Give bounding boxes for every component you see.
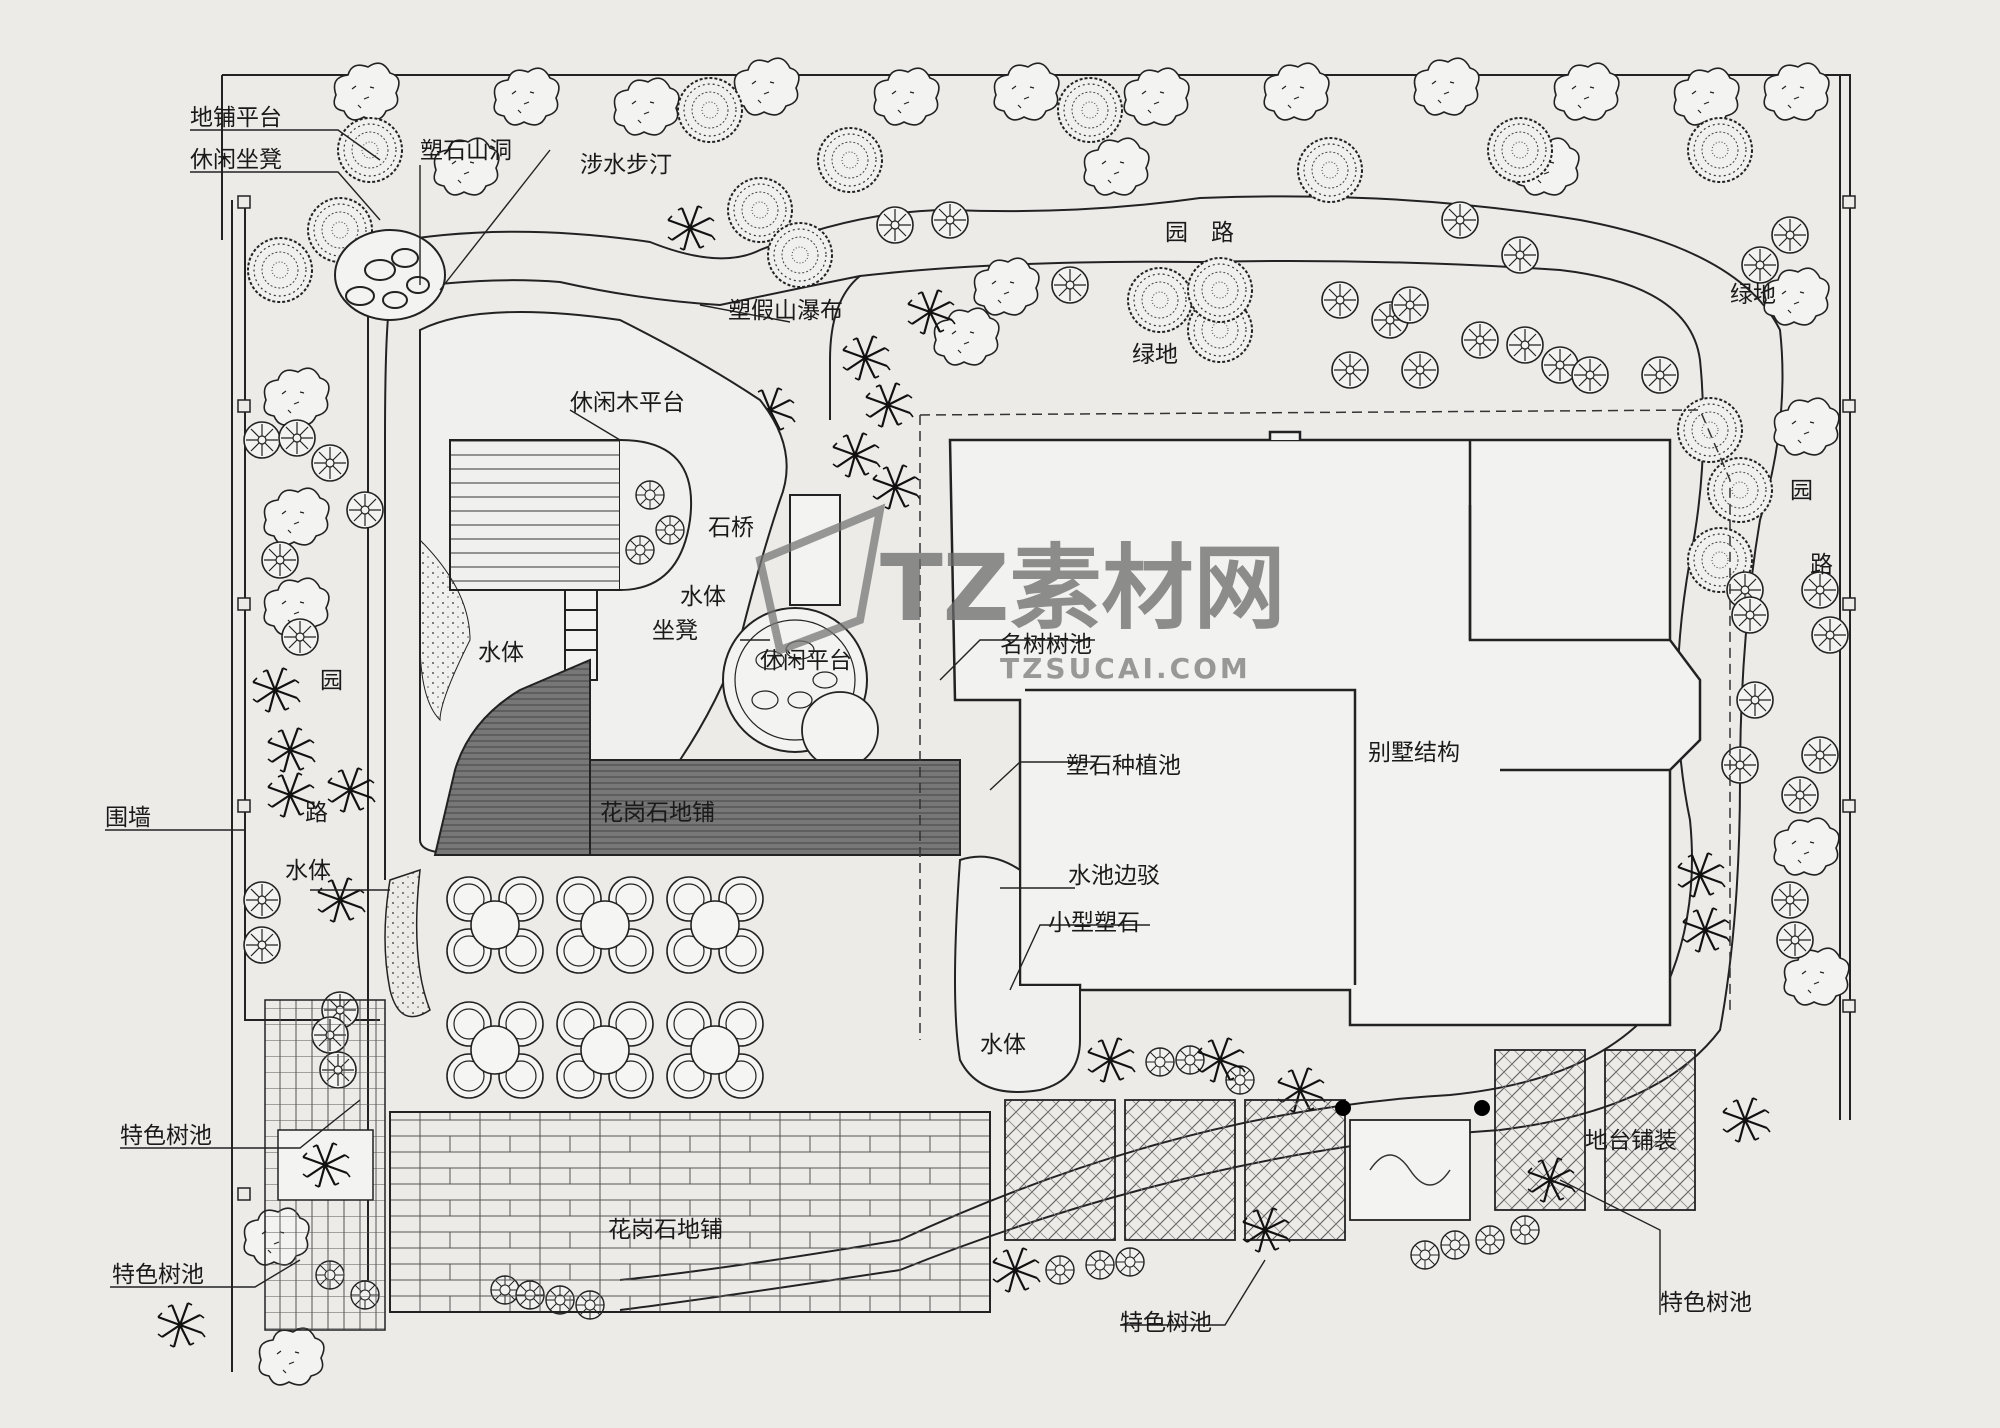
label-feature-tree-pool-2: 特色树池 (112, 1262, 204, 1288)
label-boundary-wall: 围墙 (105, 805, 151, 831)
villa-structure (948, 430, 1702, 1027)
label-wood-deck: 休闲木平台 (570, 390, 685, 416)
label-path-left-1: 园 (320, 668, 343, 694)
label-water-body-left: 水体 (478, 640, 524, 666)
label-feature-tree-pool-4: 特色树池 (1660, 1290, 1752, 1316)
label-rock-planter: 塑石种植池 (1066, 753, 1181, 779)
terrace-paving (1004, 1049, 1696, 1241)
label-garden-path-top: 园 路 (1165, 220, 1234, 246)
label-rockery-waterfall: 塑假山瀑布 (728, 298, 843, 324)
watermark-main: TZ素材网 (880, 535, 1285, 642)
leader-lines (105, 129, 1661, 1326)
table-sets (446, 876, 764, 1099)
label-leisure-bench-top: 休闲坐凳 (190, 147, 282, 173)
leisure-platform (722, 607, 879, 769)
label-feature-tree-pool-1: 特色树池 (120, 1123, 212, 1149)
villa-perimeter-dashed (919, 409, 1731, 1040)
wall-posts (237, 195, 1856, 1201)
label-terrace-paving: 地台铺装 (1585, 1128, 1677, 1154)
plan-labels: 地铺平台 休闲坐凳 塑石山洞 涉水步汀 园 路 塑假山瀑布 绿地 绿地 休闲木平… (105, 105, 1833, 1336)
label-leisure-platform: 休闲平台 (760, 648, 852, 674)
wood-deck (449, 439, 693, 591)
label-granite-paving-light: 花岗石地铺 (608, 1217, 723, 1243)
label-water-body-center: 水体 (680, 584, 726, 610)
label-water-body-small: 水体 (285, 858, 331, 884)
label-water-body-bottom: 水体 (980, 1032, 1026, 1058)
label-path-left-2: 路 (305, 800, 328, 826)
label-bench: 坐凳 (652, 618, 698, 644)
label-green-top-right: 绿地 (1730, 282, 1776, 308)
watermark-sub: TZSUCAI.COM (1000, 652, 1251, 685)
label-stone-bridge: 石桥 (708, 515, 754, 541)
label-path-right-2: 路 (1810, 552, 1833, 578)
label-pond-edge: 水池边驳 (1068, 863, 1160, 889)
label-famous-tree-pool: 名树树池 (1000, 632, 1092, 658)
label-rock-cave: 塑石山洞 (420, 138, 512, 164)
label-wading-steps: 涉水步汀 (580, 152, 672, 178)
label-path-right-1: 园 (1790, 478, 1813, 504)
label-granite-paving-dark: 花岗石地铺 (600, 800, 715, 826)
feature-tree-pools (277, 1096, 1772, 1254)
label-feature-tree-pool-3: 特色树池 (1120, 1310, 1212, 1336)
label-small-rock: 小型塑石 (1048, 910, 1140, 936)
stone-bridge (564, 494, 841, 681)
granite-paving-dark (433, 658, 961, 856)
rock-cave-pool (334, 229, 446, 321)
label-paved-platform: 地铺平台 (190, 105, 282, 131)
watermark: TZ素材网 TZSUCAI.COM (755, 503, 1285, 685)
label-green-center: 绿地 (1132, 342, 1178, 368)
label-villa-structure: 别墅结构 (1368, 740, 1460, 766)
